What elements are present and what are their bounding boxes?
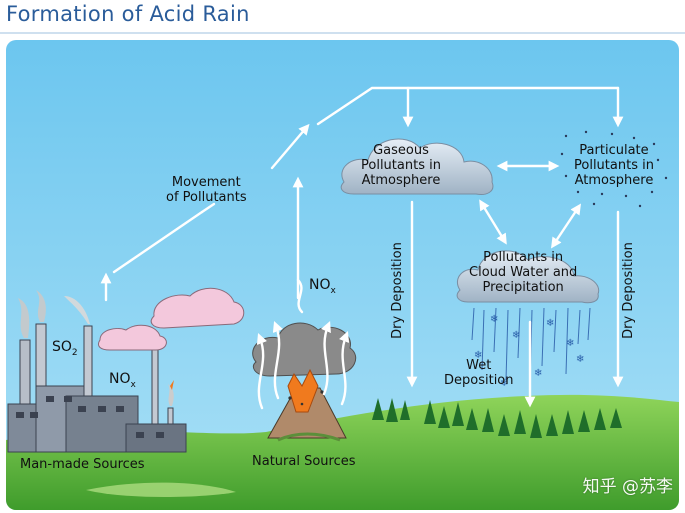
forest-trees — [372, 398, 622, 438]
smog-cloud-lower — [97, 324, 167, 351]
particulate-specks — [560, 130, 668, 208]
nox-volcano-label: NOx — [309, 278, 336, 299]
nox-factory-label: NOx — [109, 372, 136, 393]
watermark-text: 知乎 @苏李 — [582, 477, 673, 497]
svg-text:❄: ❄ — [512, 330, 520, 341]
ground-highlight — [86, 482, 236, 497]
precipitation-cloud — [456, 250, 600, 304]
title-divider — [0, 32, 685, 34]
smog-cloud-upper — [150, 287, 245, 329]
ground-hills — [6, 394, 679, 510]
svg-text:❄: ❄ — [566, 338, 574, 349]
so2-subscript: 2 — [71, 347, 78, 358]
so2-label: SO2 — [52, 340, 78, 361]
svg-text:❄: ❄ — [534, 368, 542, 379]
page-title: Formation of Acid Rain — [6, 2, 250, 26]
so2-text: SO — [52, 339, 72, 355]
svg-text:❄: ❄ — [490, 314, 498, 325]
acid-rain-diagram: ❄❄❄ ❄❄❄ ❄❄ — [6, 40, 679, 510]
volcano-illustration — [252, 322, 357, 442]
nox-volcano-text: NO — [309, 277, 331, 293]
snowflakes: ❄❄❄ ❄❄❄ ❄❄ — [474, 314, 584, 389]
gaseous-pollutant-cloud — [340, 138, 494, 195]
dry-deposition-left-label: Dry Deposition — [389, 242, 405, 339]
diagram-artwork: ❄❄❄ ❄❄❄ ❄❄ — [6, 40, 679, 510]
dry-deposition-right-label: Dry Deposition — [620, 242, 636, 339]
nox-factory-subscript: x — [130, 379, 136, 390]
svg-text:❄: ❄ — [474, 350, 482, 361]
factory-illustration — [7, 290, 187, 453]
nox-volcano-subscript: x — [330, 285, 336, 296]
natural-sources-label: Natural Sources — [252, 454, 356, 469]
svg-text:❄: ❄ — [576, 354, 584, 365]
nox-factory-text: NO — [109, 371, 131, 387]
svg-text:❄: ❄ — [546, 318, 554, 329]
svg-text:❄: ❄ — [500, 378, 508, 389]
man-made-sources-label: Man-made Sources — [20, 457, 145, 472]
flow-arrows — [100, 86, 624, 410]
